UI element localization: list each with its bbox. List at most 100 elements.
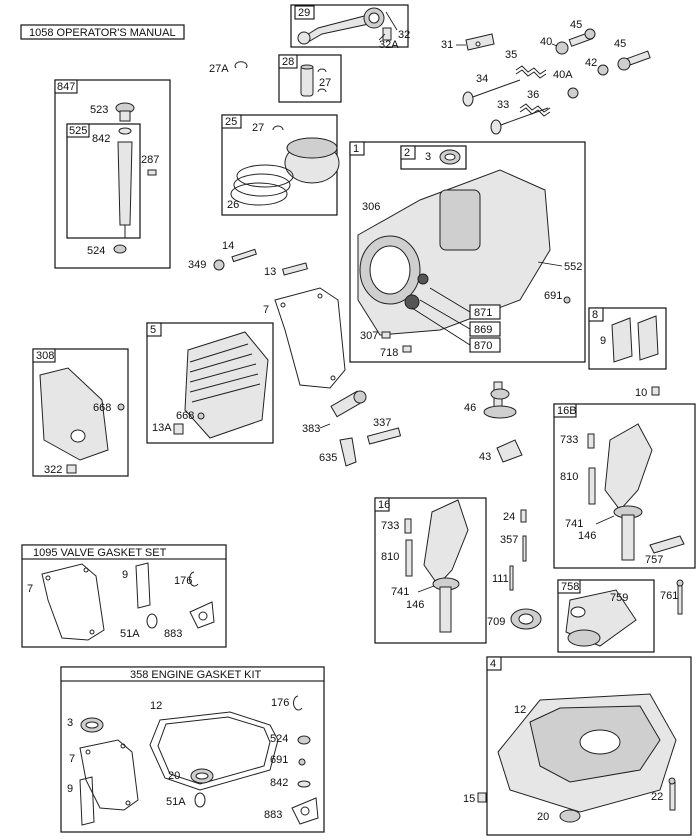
label-valve-gasket-set: 1095 VALVE GASKET SET <box>33 547 167 559</box>
label-c51a-eg: 51A <box>166 796 186 808</box>
label-g308: 308 <box>36 350 54 362</box>
label-c306: 306 <box>362 201 380 213</box>
group-758-balancer[interactable]: 758 759 <box>557 579 655 653</box>
label-c757: 757 <box>645 554 663 566</box>
label-c13: 13 <box>264 266 276 278</box>
label-c3-eg: 3 <box>67 717 73 729</box>
label-c883-vg: 883 <box>164 628 182 640</box>
part-761-bolt[interactable]: 761 <box>660 579 684 615</box>
label-c322: 322 <box>44 464 62 476</box>
label-c759: 759 <box>610 592 628 604</box>
label-c842-eg: 842 <box>270 777 288 789</box>
label-c668-308: 668 <box>93 402 111 414</box>
part-13-bolt[interactable]: 13 <box>264 262 308 278</box>
part-10-bolt[interactable]: 10 <box>635 386 660 399</box>
part-36-valve-spring[interactable]: 36 <box>519 89 551 117</box>
group-847-dipstick[interactable]: 847 525 523 842 287 524 <box>54 79 171 269</box>
label-c691-eg: 691 <box>270 754 288 766</box>
label-c9-8: 9 <box>600 335 606 347</box>
part-14-stud[interactable]: 14 <box>222 240 257 263</box>
label-c176-eg: 176 <box>271 697 289 709</box>
part-357-pin[interactable]: 357 <box>500 534 527 562</box>
part-31-plate[interactable]: 31 <box>441 33 495 51</box>
label-c7-main: 7 <box>263 304 269 316</box>
group-4-sump[interactable]: 4 12 15 20 22 <box>463 656 692 836</box>
part-337-spark-plug[interactable]: 337 <box>366 417 402 445</box>
part-46-camshaft[interactable]: 46 <box>464 381 517 419</box>
part-42-nut[interactable]: 42 <box>585 57 609 76</box>
part-635-plug-cap[interactable]: 635 <box>319 437 357 467</box>
group-1-cylinder-block[interactable]: 1 2 3 306 552 691 871 869 870 307 718 <box>349 141 586 363</box>
part-383-breather[interactable]: 383 <box>302 390 367 435</box>
label-c869: 869 <box>474 324 492 336</box>
part-33-valve[interactable]: 33 <box>490 99 549 135</box>
part-45-rocker-stud-2[interactable]: 45 <box>614 38 651 71</box>
label-c176-vg: 176 <box>174 575 192 587</box>
group-358-engine-gasket-kit[interactable]: 358 ENGINE GASKET KIT 3 12 176 7 524 691… <box>60 666 325 833</box>
label-g16: 16 <box>378 499 390 511</box>
group-16b-crankshaft[interactable]: 16B 733 810 741 146 757 <box>553 403 696 569</box>
part-24-key[interactable]: 24 <box>503 509 527 523</box>
label-c524-847: 524 <box>87 245 105 257</box>
label-c45b: 45 <box>614 38 626 50</box>
label-c870: 870 <box>474 340 492 352</box>
label-c524-eg: 524 <box>270 733 288 745</box>
label-c523: 523 <box>90 104 108 116</box>
label-c34: 34 <box>476 73 488 85</box>
group-28-piston-pin[interactable]: 28 27 <box>278 54 342 103</box>
label-c287: 287 <box>141 154 159 166</box>
operators-manual-label[interactable]: 1058 OPERATOR'S MANUAL <box>20 24 185 40</box>
group-29-connecting-rod[interactable]: 29 32 32A <box>290 4 410 51</box>
part-27a-clip[interactable]: 27A <box>209 61 248 75</box>
label-g4: 4 <box>490 658 496 670</box>
label-c27-25: 27 <box>252 122 264 134</box>
label-c9-vg: 9 <box>122 569 128 581</box>
part-45-rocker-stud[interactable]: 45 <box>568 19 596 47</box>
part-709-seal[interactable]: 709 <box>487 608 542 630</box>
part-43-governor[interactable]: 43 <box>479 439 523 463</box>
label-c22: 22 <box>651 791 663 803</box>
label-c383: 383 <box>302 423 320 435</box>
label-c842-847: 842 <box>92 133 110 145</box>
group-25-piston[interactable]: 25 27 26 <box>221 114 340 216</box>
group-308-shroud[interactable]: 308 668 322 <box>32 348 129 477</box>
label-c36: 36 <box>527 89 539 101</box>
label-g25: 25 <box>225 116 237 128</box>
label-c46: 46 <box>464 402 476 414</box>
label-g2: 2 <box>404 147 410 159</box>
label-c3-2: 3 <box>425 151 431 163</box>
label-c635: 635 <box>319 452 337 464</box>
label-manual: 1058 OPERATOR'S MANUAL <box>29 27 176 39</box>
part-40-rocker-nut[interactable]: 40 <box>540 36 569 55</box>
part-35-valve-spring[interactable]: 35 <box>505 49 547 79</box>
label-c741-16b: 741 <box>565 518 583 530</box>
label-c20-eg: 20 <box>168 770 180 782</box>
group-16-crankshaft[interactable]: 16 733 810 741 146 <box>374 497 487 644</box>
label-c307: 307 <box>360 330 378 342</box>
label-g29: 29 <box>298 7 310 19</box>
label-c40: 40 <box>540 36 552 48</box>
group-1095-valve-gasket-set[interactable]: 1095 VALVE GASKET SET 7 9 176 51A 883 <box>21 544 227 648</box>
label-g5: 5 <box>150 324 156 336</box>
label-c111: 111 <box>492 573 509 585</box>
label-g28: 28 <box>282 56 294 68</box>
part-40a-nut[interactable]: 40A <box>553 69 579 99</box>
label-c35: 35 <box>505 49 517 61</box>
label-c20-4: 20 <box>537 811 549 823</box>
part-7-head-gasket[interactable]: 7 <box>263 287 346 389</box>
label-c14: 14 <box>222 240 234 252</box>
part-34-valve[interactable]: 34 <box>462 73 521 107</box>
label-c691: 691 <box>544 290 562 302</box>
part-111-pin[interactable]: 111 <box>492 565 514 591</box>
label-c718: 718 <box>380 347 398 359</box>
label-c31: 31 <box>441 39 453 51</box>
part-349-nut[interactable]: 349 <box>188 259 225 271</box>
label-c871: 871 <box>474 307 492 319</box>
label-c42: 42 <box>585 57 597 69</box>
label-c51a-vg: 51A <box>120 628 140 640</box>
label-c552: 552 <box>564 261 582 273</box>
group-8-filter[interactable]: 8 9 <box>588 307 667 370</box>
group-5-cylinder-head[interactable]: 5 668 13A <box>146 322 274 444</box>
label-c668-5: 668 <box>176 410 194 422</box>
